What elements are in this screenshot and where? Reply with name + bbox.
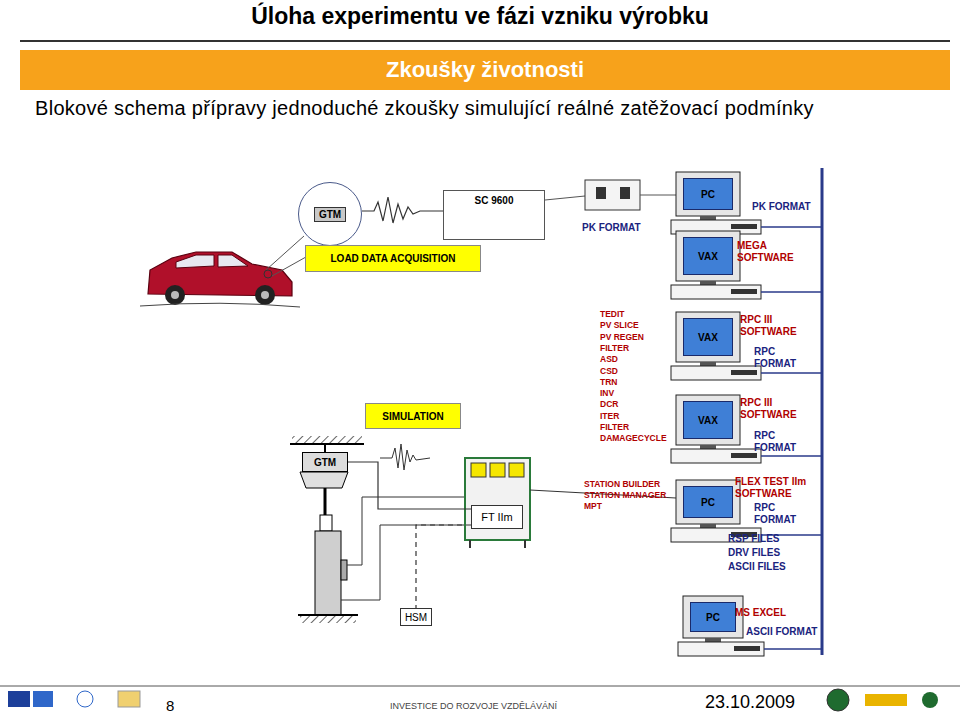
device-box: HSM <box>400 608 432 626</box>
annotation: RPC III SOFTWARE <box>740 397 806 420</box>
annotation: TRN <box>600 378 617 388</box>
computer-screen: VAX <box>683 401 733 439</box>
annotation: RPC FORMAT <box>754 502 806 525</box>
node-text: GTM <box>314 207 346 222</box>
computer-screen: VAX <box>683 237 733 275</box>
node-text: VAX <box>698 332 718 343</box>
section-band: Zkoušky životnosti <box>20 50 950 90</box>
footer-text: INVESTICE DO ROZVOJE VZDĚLÁVÁNÍ <box>390 701 557 711</box>
annotation: PK FORMAT <box>752 201 811 213</box>
node-text: PC <box>701 497 715 508</box>
controller-cabinet <box>465 458 530 548</box>
annotation: DRV FILES <box>728 547 780 559</box>
wire <box>545 196 585 200</box>
annotation: MEGA SOFTWARE <box>737 240 801 263</box>
annotation: DAMAGECYCLE <box>600 434 667 444</box>
computer-screen: VAX <box>683 318 733 356</box>
annotation: PK FORMAT <box>582 222 641 234</box>
annotation: ASCII FORMAT <box>746 626 817 638</box>
node-text: VAX <box>698 251 718 262</box>
node-text: SIMULATION <box>382 411 443 422</box>
node-text: HSM <box>405 612 427 623</box>
footer-text: 23.10.2009 <box>705 692 795 713</box>
computer-bodies <box>671 172 822 656</box>
footer-rule <box>0 686 960 687</box>
sensor-circle: GTM <box>298 182 362 246</box>
annotation: RPC FORMAT <box>754 346 806 369</box>
node-text: LOAD DATA ACQUISITION <box>331 253 456 264</box>
process-box: SIMULATION <box>365 403 461 429</box>
footer-text: 8 <box>166 697 174 714</box>
controller-label: FT IIm <box>471 505 523 529</box>
tape-recorder <box>585 180 640 210</box>
annotation: ASD <box>600 355 618 365</box>
wire <box>347 497 465 565</box>
wire <box>341 525 465 600</box>
subtitle: Blokové schema přípravy jednoduché zkouš… <box>35 97 814 120</box>
node-text: FT IIm <box>481 511 513 523</box>
computer-screen: PC <box>683 178 733 210</box>
header-rule <box>20 40 950 42</box>
node-text: GTM <box>314 457 336 468</box>
computer-screen: PC <box>690 602 736 632</box>
signal-trace <box>380 444 430 470</box>
annotation: PV REGEN <box>600 333 644 343</box>
annotation: RPC III SOFTWARE <box>740 314 806 337</box>
leader-line <box>266 236 304 270</box>
wire <box>640 195 676 196</box>
annotation: STATION MANAGER <box>584 491 666 501</box>
footer-logos <box>8 689 938 711</box>
node-text: PC <box>706 612 720 623</box>
annotation: RPC FORMAT <box>754 430 806 453</box>
slide-title: Úloha experimentu ve fázi vzniku výrobku <box>0 3 960 30</box>
annotation: MPT <box>584 502 602 512</box>
node-text: VAX <box>698 415 718 426</box>
process-box: LOAD DATA ACQUISITION <box>305 245 481 272</box>
annotation: STATION BUILDER <box>584 480 660 490</box>
annotation: CSD <box>600 367 618 377</box>
signal-line <box>362 197 443 223</box>
car <box>140 252 300 307</box>
annotation: TEDIT <box>600 310 625 320</box>
node-text: Zkoušky životnosti <box>386 57 584 83</box>
annotation: INV <box>600 389 614 399</box>
annotation: PV SLICE <box>600 321 639 331</box>
annotation: FILTER <box>600 423 629 433</box>
computer-screen: PC <box>683 486 733 518</box>
annotation: DCR <box>600 400 618 410</box>
test-rig <box>290 436 364 623</box>
annotation: RSP FILES <box>728 533 780 545</box>
wire <box>416 525 471 608</box>
load-cell-box: GTM <box>302 452 348 472</box>
device-box: SC 9600 <box>443 190 545 240</box>
annotation: FILTER <box>600 344 629 354</box>
annotation: ASCII FILES <box>728 561 786 573</box>
annotation: MS EXCEL <box>735 607 786 619</box>
node-text: SC 9600 <box>475 195 514 206</box>
wire <box>348 462 471 509</box>
annotation: FLEX TEST IIm SOFTWARE <box>735 476 817 499</box>
annotation: ITER <box>600 412 619 422</box>
node-text: PC <box>701 189 715 200</box>
network-bus <box>821 168 824 655</box>
